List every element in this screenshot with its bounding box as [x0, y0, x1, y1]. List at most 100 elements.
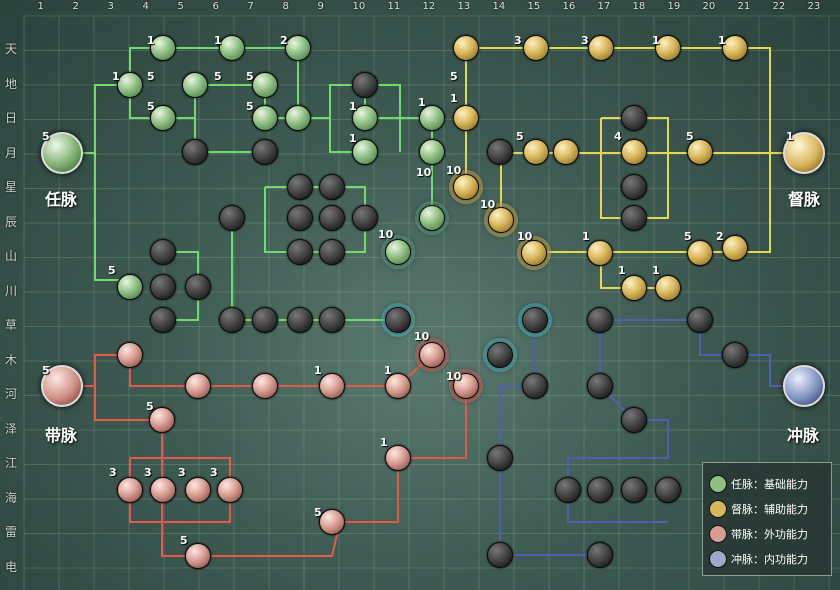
skill-node[interactable] — [722, 235, 748, 261]
node-level-label: 10 — [480, 198, 496, 211]
skill-node[interactable] — [587, 240, 613, 266]
skill-node[interactable] — [587, 373, 613, 399]
skill-node[interactable] — [487, 542, 513, 568]
skill-node[interactable] — [150, 35, 176, 61]
node-level-label: 10 — [446, 370, 462, 383]
skill-node[interactable] — [655, 35, 681, 61]
skill-node[interactable] — [385, 445, 411, 471]
skill-node[interactable] — [219, 35, 245, 61]
node-level-label: 1 — [112, 70, 120, 83]
skill-node[interactable] — [319, 509, 345, 535]
skill-node[interactable] — [287, 239, 313, 265]
skill-node[interactable] — [352, 139, 378, 165]
skill-node[interactable] — [487, 445, 513, 471]
skill-node[interactable] — [182, 139, 208, 165]
skill-node[interactable] — [687, 139, 713, 165]
skill-node[interactable] — [722, 342, 748, 368]
skill-node[interactable] — [319, 239, 345, 265]
skill-node[interactable] — [150, 477, 176, 503]
skill-node[interactable] — [621, 407, 647, 433]
skill-node[interactable] — [487, 139, 513, 165]
skill-node[interactable] — [687, 240, 713, 266]
skill-node[interactable] — [687, 307, 713, 333]
skill-node[interactable] — [621, 174, 647, 200]
legend-label: 任脉：基础能力 — [731, 478, 808, 491]
skill-node[interactable] — [621, 105, 647, 131]
row-label: 天 — [5, 42, 18, 56]
skill-node[interactable] — [185, 373, 211, 399]
skill-node[interactable] — [522, 373, 548, 399]
skill-node[interactable] — [419, 139, 445, 165]
skill-node[interactable] — [319, 373, 345, 399]
skill-node[interactable] — [587, 542, 613, 568]
skill-node[interactable] — [385, 239, 411, 265]
skill-node[interactable] — [621, 477, 647, 503]
skill-node[interactable] — [419, 205, 445, 231]
skill-node[interactable] — [523, 139, 549, 165]
skill-node[interactable] — [219, 205, 245, 231]
skill-node[interactable] — [319, 205, 345, 231]
skill-node[interactable] — [252, 105, 278, 131]
skill-node[interactable] — [182, 72, 208, 98]
skill-node[interactable] — [252, 72, 278, 98]
skill-node[interactable] — [488, 207, 514, 233]
skill-node[interactable] — [453, 105, 479, 131]
skill-node[interactable] — [252, 139, 278, 165]
skill-node[interactable] — [588, 35, 614, 61]
skill-node[interactable] — [285, 105, 311, 131]
skill-node[interactable] — [150, 307, 176, 333]
skill-node[interactable] — [385, 373, 411, 399]
skill-node[interactable] — [555, 477, 581, 503]
skill-node[interactable] — [522, 307, 548, 333]
ren-meridian-node[interactable] — [41, 132, 83, 174]
skill-node[interactable] — [185, 477, 211, 503]
skill-node[interactable] — [722, 35, 748, 61]
skill-node[interactable] — [287, 174, 313, 200]
skill-node[interactable] — [419, 105, 445, 131]
skill-node[interactable] — [219, 307, 245, 333]
skill-node[interactable] — [287, 307, 313, 333]
skill-node[interactable] — [621, 139, 647, 165]
skill-node[interactable] — [117, 477, 143, 503]
skill-node[interactable] — [117, 72, 143, 98]
skill-node[interactable] — [185, 274, 211, 300]
skill-node[interactable] — [419, 342, 445, 368]
skill-node[interactable] — [655, 477, 681, 503]
skill-node[interactable] — [150, 105, 176, 131]
chong-meridian-node[interactable] — [783, 365, 825, 407]
skill-node[interactable] — [523, 35, 549, 61]
du-icon — [709, 500, 727, 518]
column-label: 9 — [317, 1, 324, 12]
skill-node[interactable] — [149, 407, 175, 433]
skill-node[interactable] — [487, 342, 513, 368]
skill-node[interactable] — [117, 342, 143, 368]
dai-meridian-node[interactable] — [41, 365, 83, 407]
skill-node[interactable] — [217, 477, 243, 503]
du-meridian-node[interactable] — [783, 132, 825, 174]
skill-node[interactable] — [150, 274, 176, 300]
skill-node[interactable] — [319, 307, 345, 333]
skill-node[interactable] — [285, 35, 311, 61]
skill-node[interactable] — [319, 174, 345, 200]
skill-node[interactable] — [655, 275, 681, 301]
skill-node[interactable] — [621, 275, 647, 301]
skill-node[interactable] — [287, 205, 313, 231]
skill-node[interactable] — [252, 373, 278, 399]
skill-node[interactable] — [521, 240, 547, 266]
skill-node[interactable] — [352, 105, 378, 131]
skill-node[interactable] — [150, 239, 176, 265]
skill-node[interactable] — [117, 274, 143, 300]
skill-node[interactable] — [352, 205, 378, 231]
skill-node[interactable] — [185, 543, 211, 569]
row-label: 日 — [5, 111, 18, 125]
skill-node[interactable] — [385, 307, 411, 333]
skill-node[interactable] — [453, 35, 479, 61]
skill-node[interactable] — [587, 477, 613, 503]
skill-node[interactable] — [621, 205, 647, 231]
skill-node[interactable] — [453, 174, 479, 200]
skill-node[interactable] — [352, 72, 378, 98]
skill-node[interactable] — [587, 307, 613, 333]
skill-node[interactable] — [453, 373, 479, 399]
skill-node[interactable] — [252, 307, 278, 333]
skill-node[interactable] — [553, 139, 579, 165]
